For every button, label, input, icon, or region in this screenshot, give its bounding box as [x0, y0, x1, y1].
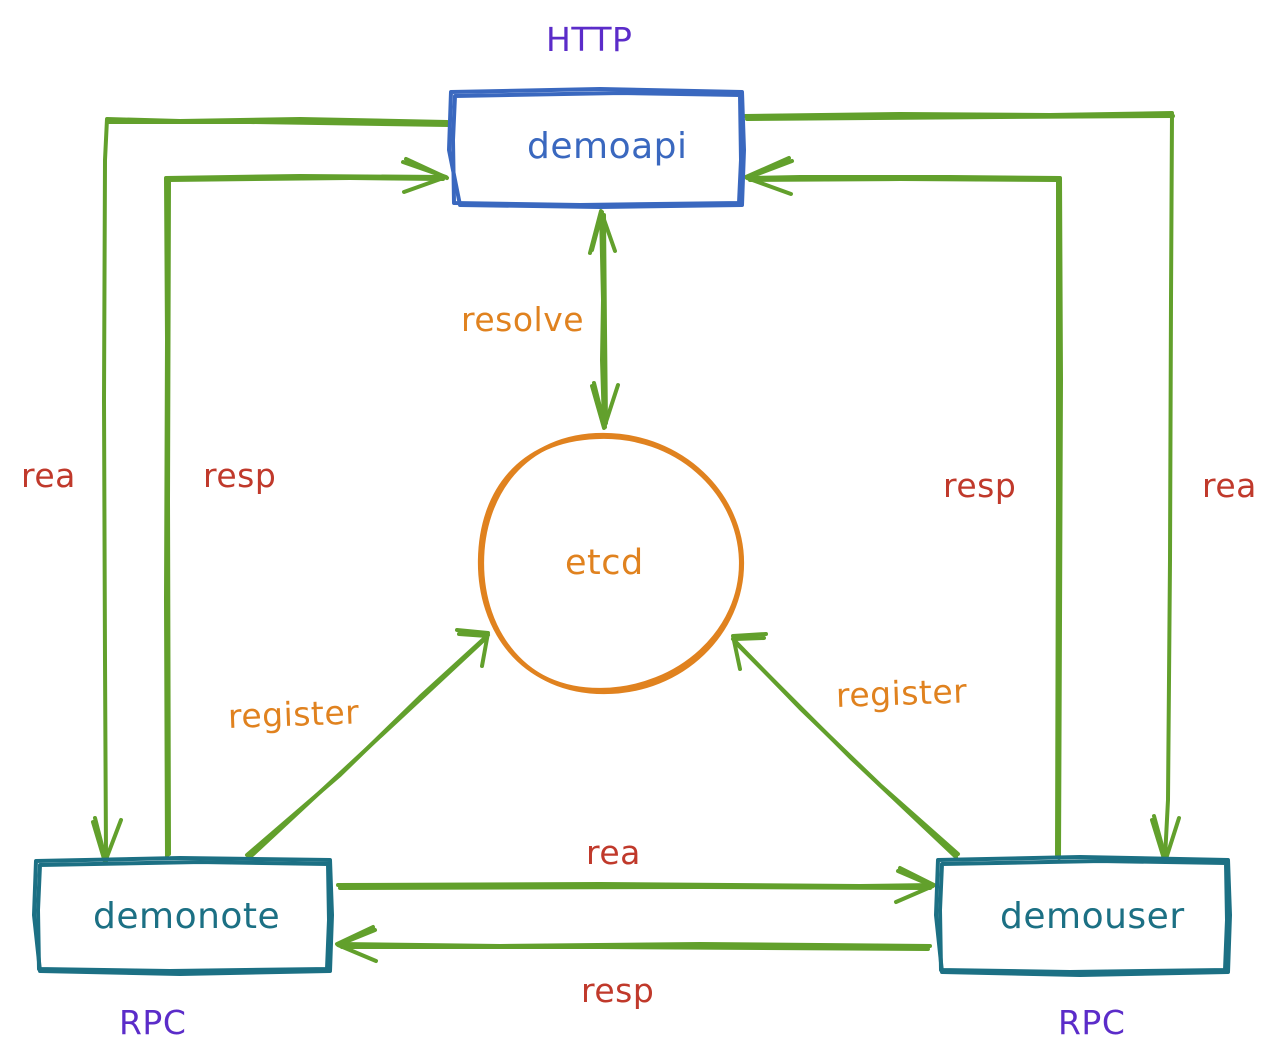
edge-label-demoapi-to-demonote: rea: [21, 456, 76, 495]
edge-demoapi-etcd-resolve[interactable]: [588, 209, 620, 430]
edge-label-register-demonote: register: [227, 692, 360, 736]
edge-demonote-to-demoapi[interactable]: [164, 157, 449, 859]
edge-demouser-to-demoapi[interactable]: [744, 156, 1063, 860]
edge-label-demonote-to-demoapi: resp: [203, 456, 277, 495]
edge-demoapi-to-demouser[interactable]: [743, 111, 1181, 864]
edge-label-resolve: resolve: [461, 300, 585, 339]
node-demoapi-shape[interactable]: [447, 87, 746, 209]
node-demonote-shape[interactable]: [32, 856, 334, 976]
edge-demonote-to-etcd[interactable]: [245, 628, 490, 860]
node-label-etcd: etcd: [565, 543, 644, 583]
node-label-demouser: demouser: [1000, 896, 1185, 937]
edge-demouser-to-etcd[interactable]: [731, 632, 960, 859]
node-label-demonote: demonote: [93, 896, 281, 937]
edge-demouser-to-demonote[interactable]: [335, 925, 932, 963]
protocol-label-rpc-demonote: RPC: [119, 1003, 187, 1042]
protocol-label-rpc-demouser: RPC: [1058, 1003, 1126, 1042]
protocol-label-http: HTTP: [546, 20, 633, 59]
edge-label-demonote-to-demouser: rea: [586, 833, 641, 872]
node-etcd-shape[interactable]: [477, 432, 745, 695]
edge-label-demouser-to-demoapi: resp: [943, 466, 1017, 505]
node-demouser-shape[interactable]: [934, 855, 1232, 977]
node-label-demoapi: demoapi: [527, 126, 688, 167]
edge-demonote-to-demouser[interactable]: [336, 866, 936, 904]
edge-label-register-demouser: register: [835, 671, 968, 715]
edge-label-demouser-to-demonote: resp: [581, 971, 655, 1010]
edge-label-demoapi-to-demouser: rea: [1202, 466, 1257, 505]
